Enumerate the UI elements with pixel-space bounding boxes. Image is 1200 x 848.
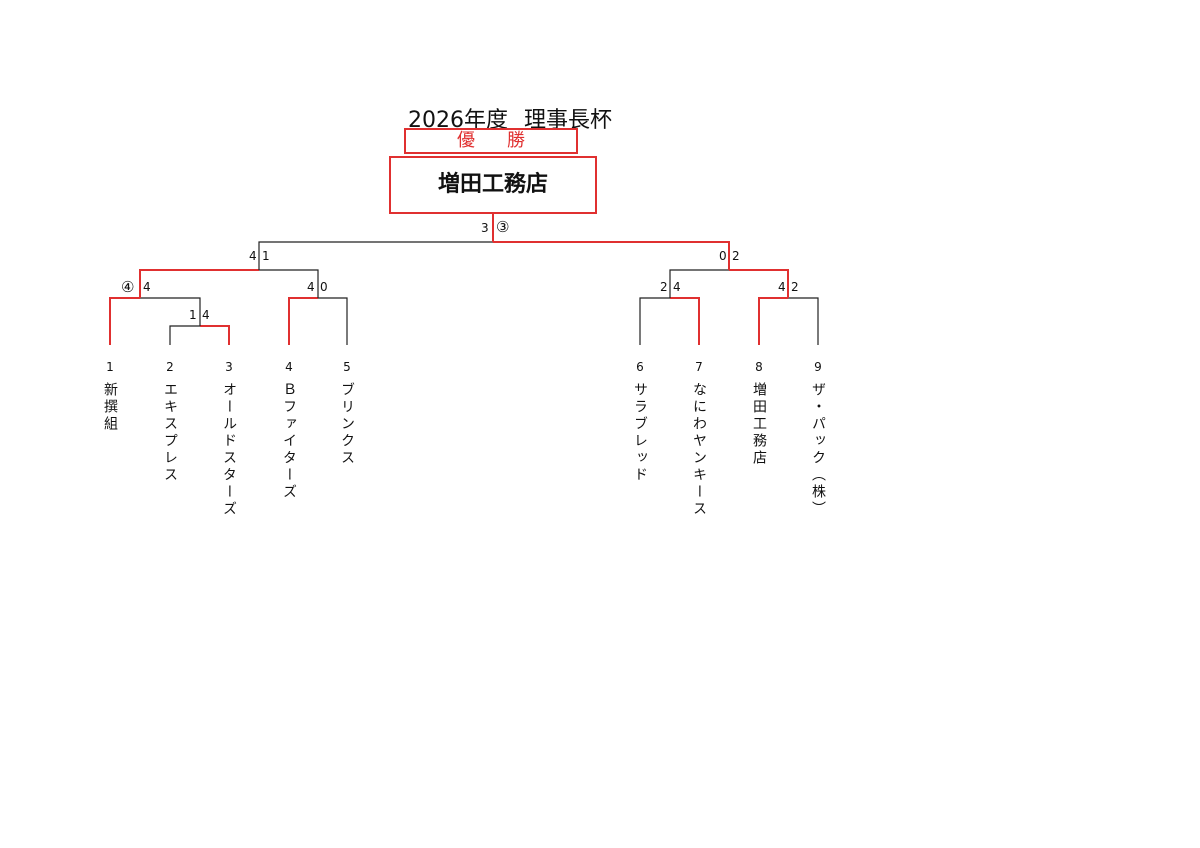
line-team9 bbox=[788, 297, 819, 345]
team-name: 新撰組 bbox=[102, 382, 118, 433]
line-rightsemi-up bbox=[493, 241, 730, 270]
line-m1-up bbox=[139, 269, 259, 298]
team-name: なにわヤンキース bbox=[691, 382, 707, 518]
score-2v3-left: 1 bbox=[189, 308, 197, 322]
team-name: ザ・パック（株） bbox=[810, 382, 826, 518]
team-seed: 6 bbox=[636, 360, 644, 374]
score-final-left: 3 bbox=[481, 221, 489, 235]
line-team2 bbox=[169, 325, 200, 345]
team-seed: 7 bbox=[695, 360, 703, 374]
score-rightsemi-right: 2 bbox=[732, 249, 740, 263]
team-name: 増田工務店 bbox=[751, 382, 767, 467]
line-team7 bbox=[670, 297, 700, 345]
score-4v5-left: 4 bbox=[307, 280, 315, 294]
team-seed: 9 bbox=[814, 360, 822, 374]
victory-label-box: 優勝 bbox=[404, 128, 578, 154]
team-seed: 8 bbox=[755, 360, 763, 374]
team-seed: 3 bbox=[225, 360, 233, 374]
team-seed: 2 bbox=[166, 360, 174, 374]
score-leftsemi-left: 4 bbox=[249, 249, 257, 263]
team-seed: 4 bbox=[285, 360, 293, 374]
line-8v9-up bbox=[729, 269, 789, 298]
line-team8 bbox=[758, 297, 788, 345]
line-leftsemi-up bbox=[258, 241, 493, 270]
score-6v7-left: 2 bbox=[660, 280, 668, 294]
match-number-final: ③ bbox=[496, 218, 510, 236]
team-seed: 1 bbox=[106, 360, 114, 374]
score-team1-right: 4 bbox=[143, 280, 151, 294]
line-team6 bbox=[639, 297, 670, 345]
score-6v7-right: 4 bbox=[673, 280, 681, 294]
score-rightsemi-left: 0 bbox=[719, 249, 727, 263]
score-8v9-right: 2 bbox=[791, 280, 799, 294]
line-team5 bbox=[318, 297, 348, 345]
line-team1 bbox=[109, 297, 140, 345]
team-name: Ｂファイターズ bbox=[281, 382, 297, 501]
team-seed: 5 bbox=[343, 360, 351, 374]
score-8v9-left: 4 bbox=[778, 280, 786, 294]
score-leftsemi-right: 1 bbox=[262, 249, 270, 263]
line-4v5-up bbox=[259, 269, 319, 298]
line-team4 bbox=[288, 297, 318, 345]
team-name: サラブレッド bbox=[632, 382, 648, 484]
team-name: ブリンクス bbox=[339, 382, 355, 467]
champion-name-box: 増田工務店 bbox=[389, 156, 597, 214]
line-2v3-up bbox=[140, 297, 201, 326]
score-4v5-right: 0 bbox=[320, 280, 328, 294]
score-2v3-right: 4 bbox=[202, 308, 210, 322]
line-team3 bbox=[200, 325, 230, 345]
team-name: エキスプレス bbox=[162, 382, 178, 484]
team-name: オールドスターズ bbox=[221, 382, 237, 518]
line-6v7-up bbox=[669, 269, 729, 298]
match-number-team1: ④ bbox=[121, 278, 135, 296]
